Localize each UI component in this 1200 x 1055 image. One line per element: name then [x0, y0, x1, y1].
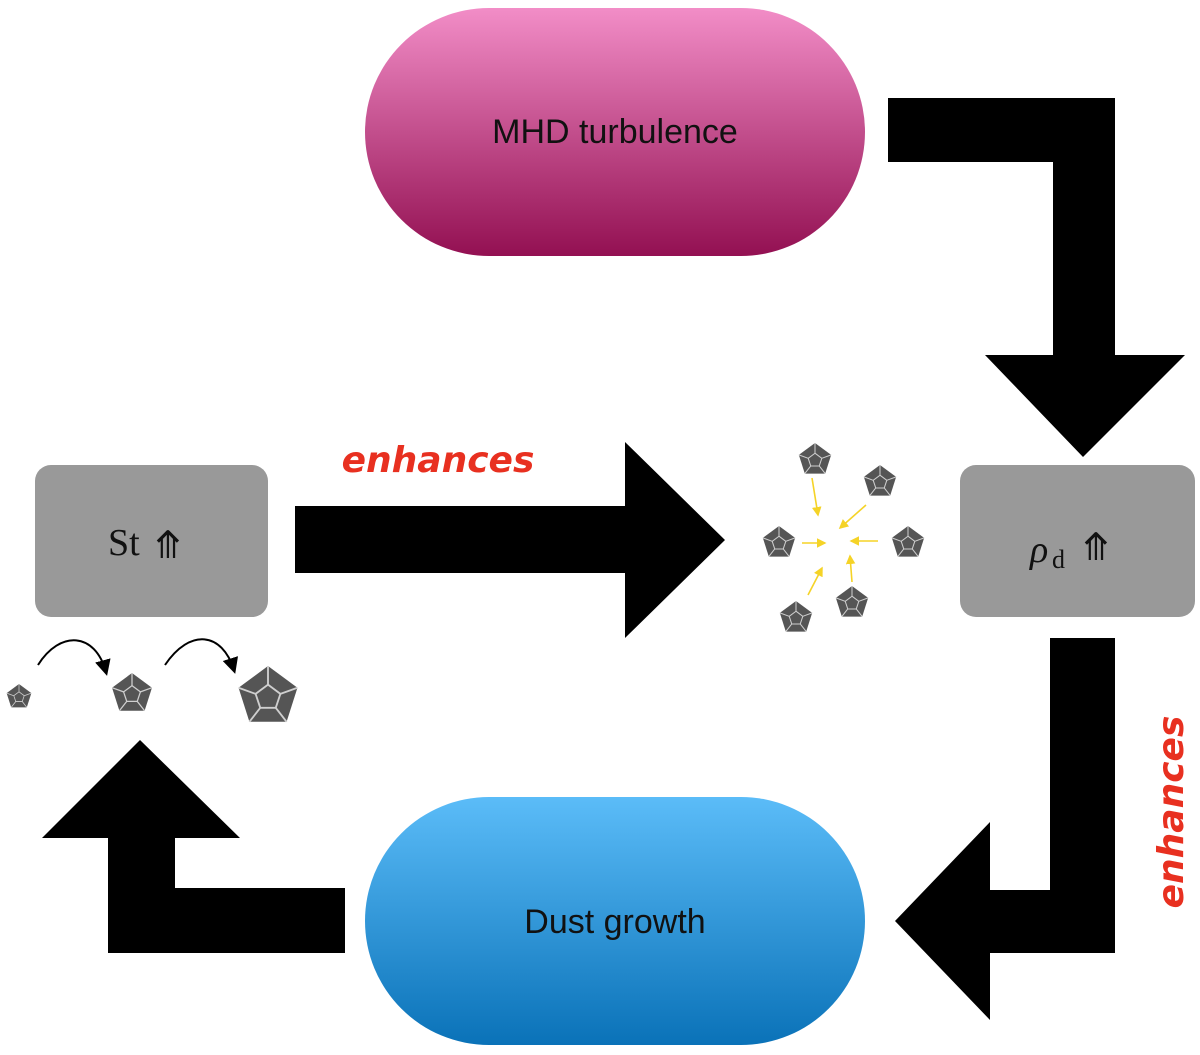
dust-grain-icon — [779, 600, 813, 633]
dust-growth-label: Dust growth — [524, 903, 705, 941]
arrow-mhd-to-density — [888, 98, 1185, 457]
stokes-number-node: St ⤊ — [35, 465, 268, 617]
arrow-st-to-density — [295, 442, 725, 638]
dust-density-subscript: d — [1052, 545, 1065, 574]
arrow-growth-to-st — [42, 740, 345, 953]
dust-growth-node: Dust growth — [365, 797, 865, 1045]
grain-growth-illustration — [6, 638, 299, 723]
large-grain-icon — [237, 665, 299, 723]
dust-grain-icon — [891, 525, 925, 558]
dust-grain-icon — [863, 464, 897, 497]
double-up-arrow-icon: ⤊ — [1080, 527, 1112, 569]
dust-density-symbol: ρ — [1029, 529, 1048, 571]
mhd-turbulence-label: MHD turbulence — [492, 113, 738, 151]
medium-grain-icon — [111, 672, 153, 712]
stokes-number-label: St — [108, 522, 140, 564]
growth-curve-arrow-icon — [37, 639, 111, 676]
dust-grain-icon — [762, 525, 796, 558]
growth-curve-arrow-icon — [164, 638, 239, 674]
enhances-label-right: enhances — [1151, 716, 1192, 909]
enhances-label-top: enhances — [342, 440, 535, 481]
arrow-density-to-growth — [895, 638, 1115, 1020]
double-up-arrow-icon: ⤊ — [152, 525, 184, 567]
dust-density-node: ρ d ⤊ — [960, 465, 1195, 617]
dust-grain-icon — [835, 585, 869, 618]
grain-concentration-illustration — [762, 442, 925, 633]
dust-grain-icon — [798, 442, 832, 475]
small-grain-icon — [6, 683, 32, 708]
mhd-turbulence-node: MHD turbulence — [365, 8, 865, 256]
convergence-arrows — [802, 477, 878, 596]
